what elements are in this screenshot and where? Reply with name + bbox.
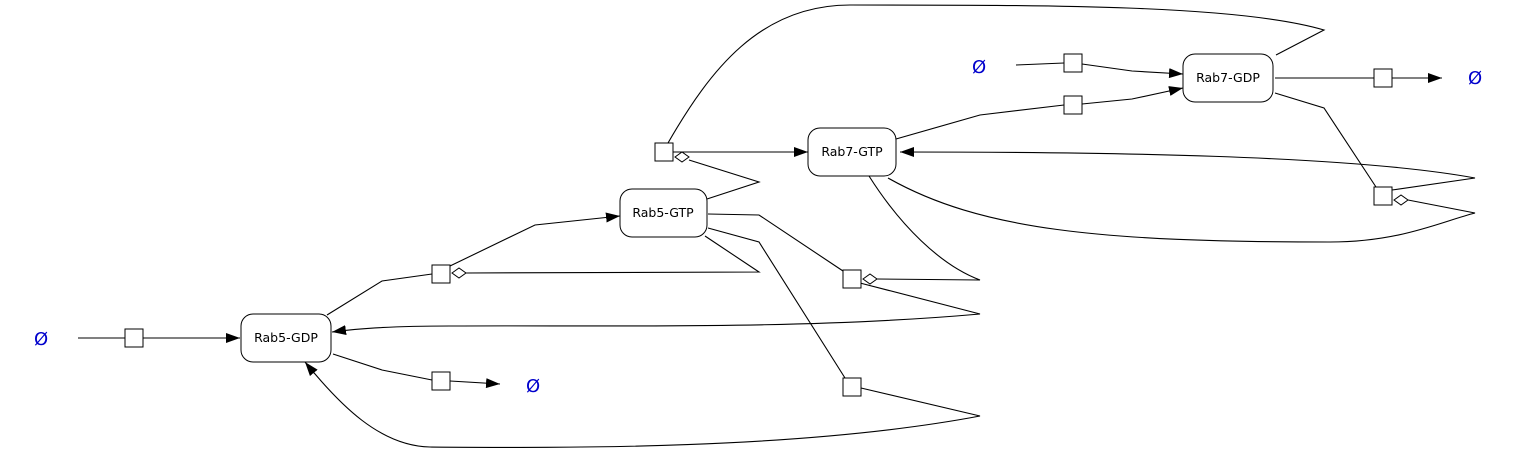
reaction-rab5-inactivation[interactable]: [842, 269, 862, 289]
edge-rab7-inactivation-to-rab7gdp: [1081, 86, 1184, 105]
edge-degradation-to-empty: [449, 378, 501, 389]
edge-rab7gtp-modifier-inactivation: [868, 175, 981, 281]
species-rab5-gdp[interactable]: Rab5-GDP: [240, 313, 332, 363]
edge-inactivation-to-rab5gdp: [331, 282, 981, 335]
reaction-rab7-right[interactable]: [1373, 186, 1393, 206]
edge-rab5gtp-to-inactivation: [707, 213, 844, 272]
edge-right-reaction-to-rab7gtp: [899, 147, 1476, 191]
reaction-rab5-conversion-lower[interactable]: [842, 377, 862, 397]
edge-rab5gdp-to-activation: [326, 273, 433, 316]
modifier-diamond-rab5-inactivation: [862, 273, 878, 285]
empty-set-source-rab7: Ø: [972, 57, 986, 78]
reaction-rab5-activation[interactable]: [431, 264, 451, 284]
edge-rab5gtp-modifier-rab7-activation: [688, 159, 761, 200]
edge-rab7gtp-to-rab7-inactivation: [895, 104, 1065, 140]
edge-rab5gdp-to-degradation: [332, 353, 433, 381]
empty-set-sink-rab5: Ø: [526, 376, 540, 397]
species-label: Rab7-GDP: [1196, 70, 1260, 85]
edge-rab5gtp-modifier-activation: [465, 235, 761, 274]
edge-rab7gdp-to-rab7-activation: [667, 4, 1326, 144]
reaction-rab7gdp-degradation[interactable]: [1373, 68, 1393, 88]
species-rab7-gtp[interactable]: Rab7-GTP: [807, 127, 897, 177]
modifier-diamond-rab7-activation: [674, 151, 690, 163]
species-rab5-gtp[interactable]: Rab5-GTP: [619, 188, 708, 238]
edge-lower-reaction-to-rab5gdp: [304, 361, 981, 448]
species-label: Rab7-GTP: [821, 144, 883, 159]
reaction-rab7-inactivation[interactable]: [1063, 95, 1083, 115]
reaction-rab7gdp-synthesis[interactable]: [1063, 53, 1083, 73]
empty-set-sink-rab7: Ø: [1468, 68, 1482, 89]
edge-rab7gtp-modifier-right-reaction: [887, 177, 1476, 243]
edge-rab7gdp-to-right-reaction: [1274, 92, 1377, 188]
species-rab7-gdp[interactable]: Rab7-GDP: [1182, 53, 1274, 103]
modifier-diamond-rab5-activation: [451, 267, 467, 279]
reaction-rab5gdp-synthesis[interactable]: [124, 328, 144, 348]
reaction-rab7-activation[interactable]: [654, 142, 674, 162]
edge-source-reaction-to-rab7gdp: [1081, 63, 1184, 79]
reaction-rab5gdp-degradation[interactable]: [431, 371, 451, 391]
edge-source-to-rab7gdp-reaction: [1015, 62, 1065, 66]
edge-activation-to-rab5gtp: [449, 212, 621, 267]
species-label: Rab5-GDP: [254, 330, 318, 345]
edge-rab5gtp-to-lower-reaction: [707, 227, 846, 379]
empty-set-source-rab5: Ø: [34, 329, 48, 350]
modifier-diamond-rab7-right: [1393, 194, 1409, 206]
species-label: Rab5-GTP: [632, 205, 694, 220]
